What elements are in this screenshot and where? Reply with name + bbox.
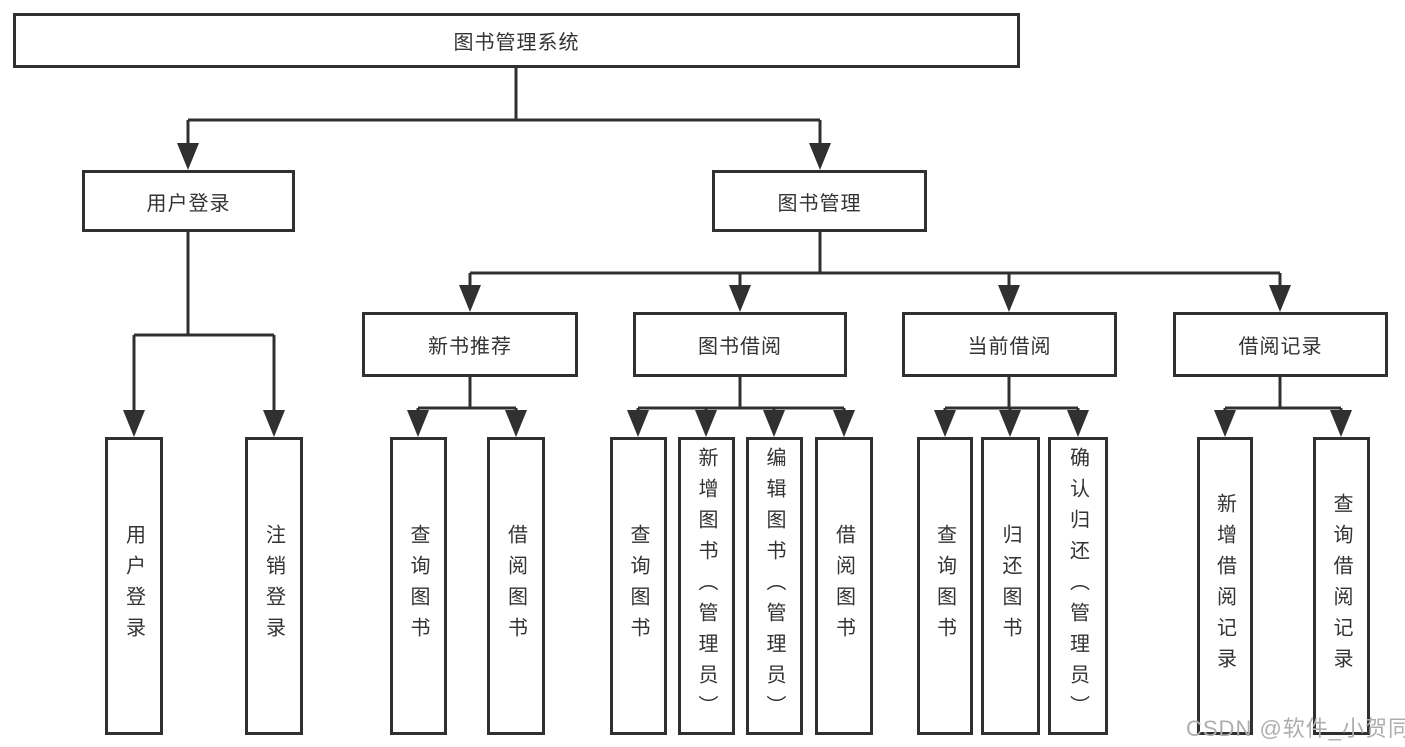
node-user-login: 用户登录 [82, 170, 295, 232]
leaf-query-books-borrow: 查询图书 [610, 437, 667, 735]
leaf-label: 查询图书 [407, 524, 429, 648]
node-label: 图书借阅 [698, 336, 782, 358]
leaf-label: 查询图书 [627, 524, 649, 648]
node-label: 当前借阅 [967, 336, 1052, 358]
node-book-borrow: 图书借阅 [633, 312, 847, 377]
leaf-label: 归还图书 [999, 524, 1021, 648]
leaf-user-login: 用户登录 [105, 437, 163, 735]
leaf-label: 新增借阅记录 [1213, 493, 1236, 679]
node-label: 借阅记录 [1238, 336, 1323, 358]
node-library-system-root: 图书管理系统 [13, 13, 1020, 68]
leaf-edit-book-admin: 编辑图书（管理员） [746, 437, 803, 735]
leaf-add-book-admin: 新增图书（管理员） [678, 437, 735, 735]
leaf-query-books-recommend: 查询图书 [390, 437, 447, 735]
node-book-management: 图书管理 [712, 170, 927, 232]
node-borrow-records: 借阅记录 [1173, 312, 1388, 377]
leaf-borrow-books-recommend: 借阅图书 [487, 437, 545, 735]
node-label: 新书推荐 [428, 336, 512, 358]
node-label: 图书管理 [777, 192, 862, 215]
leaf-add-borrow-record: 新增借阅记录 [1197, 437, 1253, 735]
leaf-label: 用户登录 [122, 524, 145, 648]
leaf-label: 查询借阅记录 [1330, 493, 1352, 679]
leaf-label: 查询图书 [933, 524, 956, 648]
node-label: 图书管理系统 [453, 32, 580, 54]
leaf-label: 编辑图书（管理员） [763, 446, 785, 726]
arrowhead-icons [123, 143, 1352, 437]
leaf-query-borrow-record: 查询借阅记录 [1313, 437, 1370, 735]
leaf-confirm-return-admin: 确认归还（管理员） [1048, 437, 1108, 735]
leaf-borrow-books: 借阅图书 [815, 437, 873, 735]
leaf-query-books-current: 查询图书 [917, 437, 973, 735]
leaf-label: 借阅图书 [832, 524, 855, 648]
leaf-return-book: 归还图书 [981, 437, 1040, 735]
leaf-logout: 注销登录 [245, 437, 303, 735]
node-current-borrow: 当前借阅 [902, 312, 1117, 377]
node-new-book-recommend: 新书推荐 [362, 312, 578, 377]
leaf-label: 注销登录 [262, 524, 285, 648]
leaf-label: 借阅图书 [504, 524, 527, 648]
leaf-label: 新增图书（管理员） [695, 446, 717, 726]
leaf-label: 确认归还（管理员） [1066, 446, 1089, 726]
csdn-watermark: CSDN @软件_小贺同学 [1186, 716, 1405, 741]
node-label: 用户登录 [146, 192, 231, 215]
